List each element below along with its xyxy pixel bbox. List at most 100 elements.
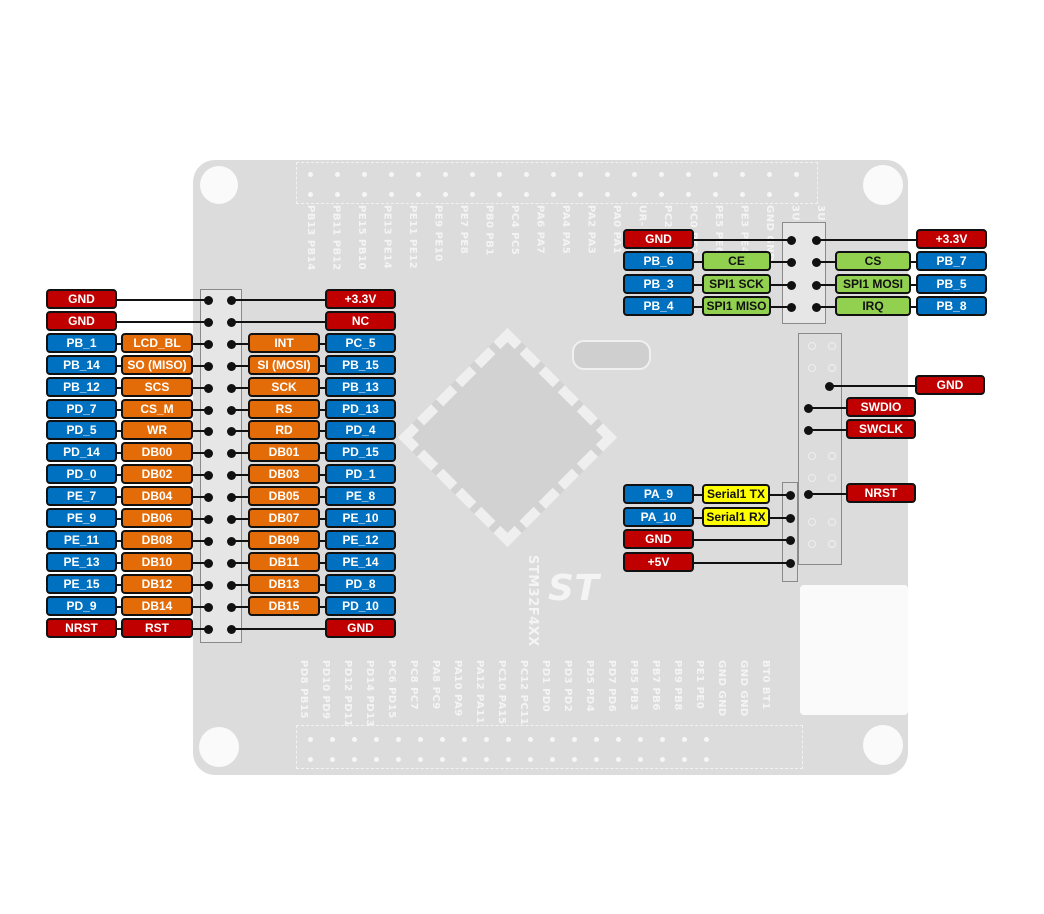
jtag-pin-dot[interactable] — [804, 404, 813, 413]
nrf-pin-dot[interactable] — [812, 236, 821, 245]
lcd-right-signal-label: RS — [248, 398, 320, 419]
nrf-pin-dot[interactable] — [812, 258, 821, 268]
wire — [320, 364, 325, 367]
lcd-pin-dot[interactable] — [227, 383, 236, 393]
lcd-pin-dot[interactable] — [204, 602, 213, 612]
serial-pin-dot[interactable] — [786, 513, 795, 523]
top-header-pin — [389, 172, 394, 177]
serial-pin-dot[interactable] — [786, 491, 795, 500]
jtag-pin-dot[interactable] — [825, 382, 834, 391]
bottom-header-pin — [594, 737, 599, 742]
wire — [230, 561, 248, 564]
jtag-pin-dot[interactable] — [804, 490, 813, 499]
jtag-pin — [808, 342, 816, 350]
lcd-pin-dot[interactable] — [227, 361, 236, 371]
wire — [230, 430, 248, 433]
wire — [230, 539, 248, 542]
lcd-pin-dot[interactable] — [204, 515, 213, 524]
lcd-pin-dot[interactable] — [227, 580, 236, 590]
lcd-right-signal-label: RD — [248, 420, 320, 441]
lcd-pin-dot[interactable] — [227, 449, 236, 459]
mounting-hole-tl — [200, 166, 238, 204]
lcd-pin-dot[interactable] — [227, 405, 236, 415]
bottom-header-pin — [506, 737, 511, 742]
bottom-header-pin — [682, 737, 687, 742]
nrf-left-pin-label: PB_4 — [623, 295, 694, 316]
wire — [320, 518, 325, 520]
lcd-pin-dot[interactable] — [227, 536, 236, 546]
nrf-left-signal-label: SPI1 MISO — [702, 295, 771, 316]
top-header-pin — [713, 192, 718, 197]
lcd-pin-dot[interactable] — [204, 361, 213, 371]
lcd-right-pin-label: PD_4 — [325, 420, 396, 441]
lcd-left-signal-label: WR — [121, 420, 193, 441]
lcd-left-signal-label: SO (MISO) — [121, 354, 193, 375]
lcd-right-pin-label: PD_1 — [325, 464, 396, 485]
bottom-header-pin — [440, 737, 445, 742]
nrf-pin-dot[interactable] — [787, 280, 796, 290]
lcd-pin-dot[interactable] — [227, 515, 236, 524]
wire — [117, 518, 121, 520]
lcd-right-pin-label: PE_14 — [325, 551, 396, 572]
silk-top-label: PB13 PB14 — [305, 205, 316, 271]
top-header-pin — [308, 192, 313, 197]
silk-top-label: PA2 PA3 — [585, 205, 597, 255]
lcd-pin-dot[interactable] — [227, 493, 236, 503]
serial-header-connector[interactable] — [782, 482, 798, 582]
lcd-pin-dot[interactable] — [227, 624, 236, 634]
wire — [117, 299, 208, 301]
lcd-pin-dot[interactable] — [227, 471, 236, 481]
silk-top-label: PA6 PA7 — [534, 205, 546, 255]
nrf-pin-dot[interactable] — [812, 280, 821, 290]
top-header-pin — [470, 192, 475, 197]
lcd-pin-dot[interactable] — [227, 558, 236, 568]
lcd-pin-dot[interactable] — [204, 536, 213, 546]
lcd-pin-dot[interactable] — [204, 558, 213, 568]
lcd-pin-dot[interactable] — [227, 339, 236, 349]
wire — [117, 474, 121, 477]
lcd-pin-dot[interactable] — [227, 602, 236, 612]
top-header-pin — [389, 192, 394, 197]
nrf-pin-dot[interactable] — [812, 302, 821, 312]
serial-pin-dot[interactable] — [786, 536, 795, 546]
jtag-pin — [828, 474, 836, 482]
nrf-pin-dot[interactable] — [787, 258, 796, 268]
wire — [230, 452, 248, 455]
silk-bottom-label: PA10 PA9 — [452, 660, 463, 717]
lcd-pin-dot[interactable] — [204, 383, 213, 393]
jtag-header-connector[interactable] — [798, 333, 842, 565]
lcd-pin-dot[interactable] — [227, 296, 236, 305]
lcd-right-signal-label: DB13 — [248, 573, 320, 594]
serial-pin-dot[interactable] — [786, 558, 795, 568]
lcd-pin-dot[interactable] — [204, 580, 213, 590]
lcd-pin-dot[interactable] — [227, 427, 236, 437]
silk-top-label: PA0 PA1 — [611, 205, 622, 255]
lcd-pin-dot[interactable] — [204, 624, 213, 634]
lcd-left-signal-label: DB14 — [121, 595, 193, 616]
lcd-pin-dot[interactable] — [204, 449, 213, 459]
lcd-pin-dot[interactable] — [204, 493, 213, 503]
silk-top-label: PB11 PB12 — [330, 205, 342, 271]
jtag-pin — [828, 452, 836, 460]
bottom-header-pin — [418, 737, 423, 742]
lcd-pin-dot[interactable] — [227, 317, 236, 327]
chip-marking: STM32F4XX — [525, 555, 540, 647]
jtag-pin-dot[interactable] — [804, 426, 813, 435]
nrf-pin-dot[interactable] — [787, 236, 796, 245]
lcd-pin-dot[interactable] — [204, 296, 213, 305]
lcd-pin-dot[interactable] — [204, 471, 213, 481]
lcd-left-signal-label: DB04 — [121, 486, 193, 507]
silk-top-label: PE11 PE12 — [407, 205, 418, 270]
bottom-header-pin — [572, 737, 577, 742]
silk-bottom-label: BT0 BT1 — [760, 660, 771, 710]
bottom-header-pin — [704, 757, 709, 762]
lcd-pin-dot[interactable] — [204, 317, 213, 327]
lcd-left-pin-label: PE_11 — [46, 529, 117, 550]
lcd-pin-dot[interactable] — [204, 405, 213, 415]
top-header-pin — [524, 172, 529, 177]
bottom-header-pin — [594, 757, 599, 762]
lcd-pin-dot[interactable] — [204, 339, 213, 349]
lcd-pin-dot[interactable] — [204, 427, 213, 437]
nrf-pin-dot[interactable] — [787, 302, 796, 312]
silk-bottom-label: PC6 PD15 — [386, 660, 397, 719]
